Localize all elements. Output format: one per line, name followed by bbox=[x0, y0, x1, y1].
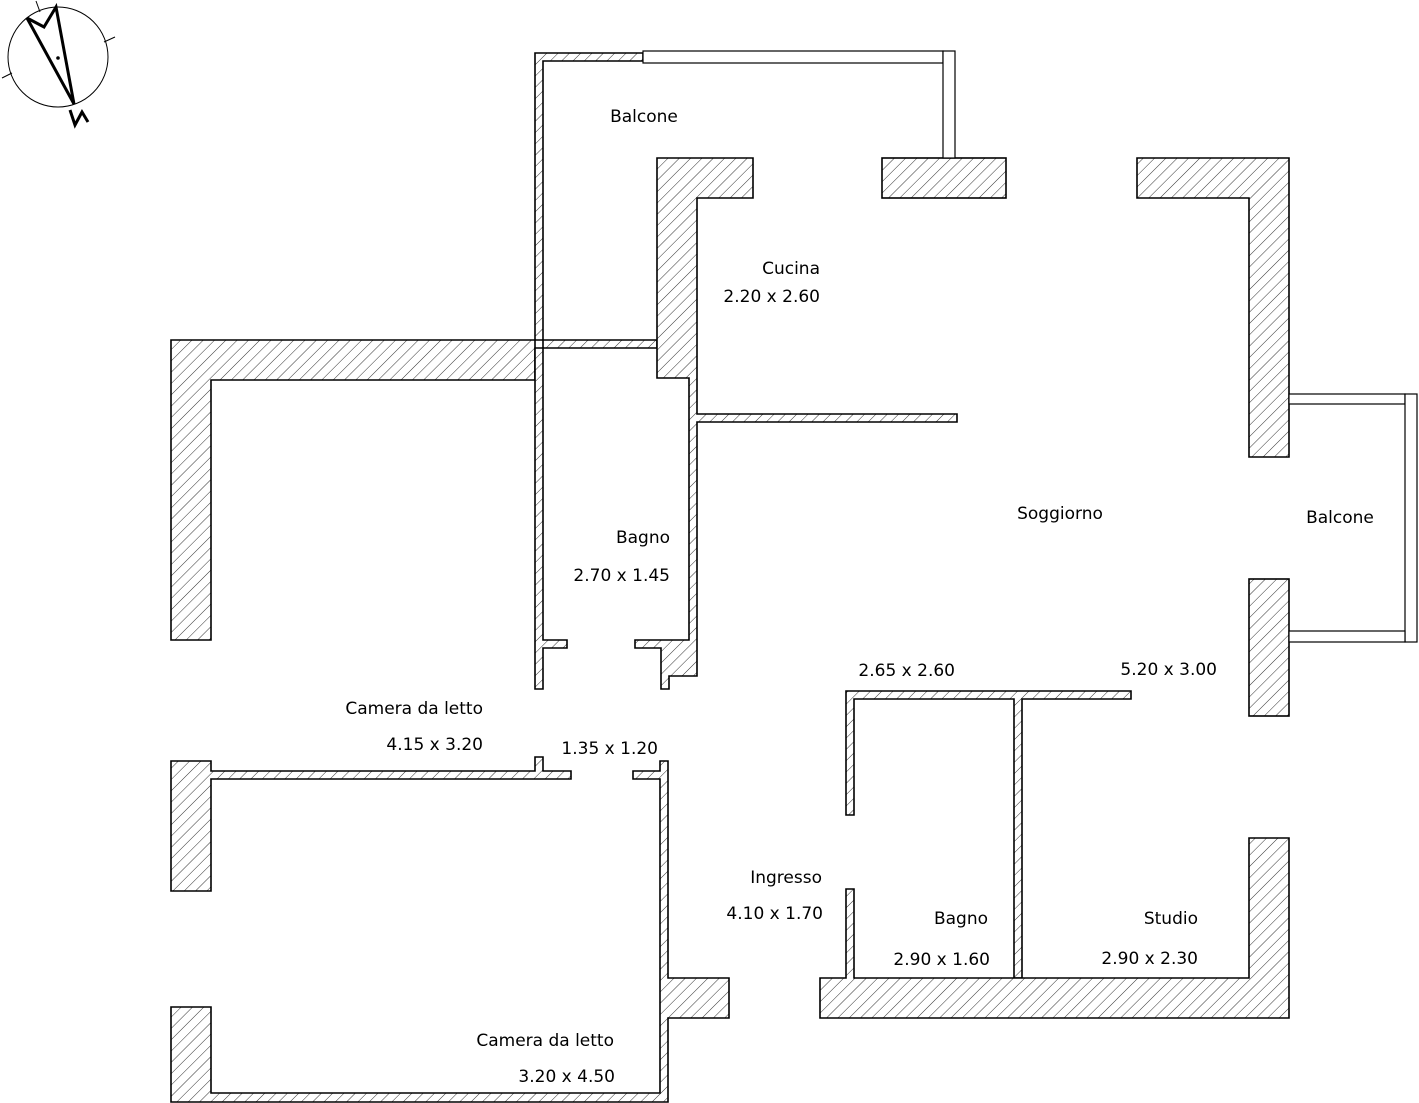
wall-balcony-left bbox=[534, 52, 644, 341]
wall-bath-top bbox=[542, 339, 658, 349]
window-right-side bbox=[1404, 393, 1418, 643]
room-size: 2.70 x 1.45 bbox=[573, 566, 670, 586]
dimension-label: 2.65 x 2.60 bbox=[858, 661, 955, 681]
room-name: Studio bbox=[1144, 909, 1198, 929]
wall-left-l bbox=[170, 339, 536, 641]
wall-kitchen bbox=[634, 157, 958, 690]
wall-right-pillar bbox=[1248, 578, 1290, 717]
dimension-label: 1.35 x 1.20 bbox=[561, 739, 658, 759]
room-size: 4.10 x 1.70 bbox=[726, 904, 823, 924]
room-name: Camera da letto bbox=[476, 1031, 614, 1051]
room-size: 4.15 x 3.20 bbox=[386, 735, 483, 755]
window-top-side bbox=[942, 50, 956, 159]
room-name: Soggiorno bbox=[1017, 504, 1103, 524]
room-size: 3.20 x 4.50 bbox=[518, 1067, 615, 1087]
wall-bedroom-bottom bbox=[170, 760, 730, 1103]
room-name: Ingresso bbox=[750, 868, 822, 888]
walls bbox=[170, 52, 1290, 1103]
window-right-top bbox=[1288, 393, 1406, 405]
wall-middle bbox=[845, 690, 1132, 979]
room-name: Cucina bbox=[762, 259, 820, 279]
wall-bedroom-top bbox=[170, 756, 572, 892]
room-labels: Balcone Cucina 2.20 x 2.60 Bagno 2.70 x … bbox=[345, 107, 1374, 1087]
compass-icon bbox=[1, 0, 116, 129]
window-right-bottom bbox=[1288, 630, 1406, 643]
room-size: 5.20 x 3.00 bbox=[1120, 660, 1217, 680]
room-name: Bagno bbox=[616, 528, 670, 548]
room-size: 2.90 x 1.60 bbox=[893, 950, 990, 970]
room-name: Camera da letto bbox=[345, 699, 483, 719]
wall-bottom-right bbox=[819, 837, 1290, 1019]
room-size: 2.20 x 2.60 bbox=[723, 287, 820, 307]
room-name: Balcone bbox=[1306, 508, 1374, 528]
window-top bbox=[642, 50, 944, 64]
wall-right-l bbox=[1136, 157, 1290, 458]
room-name: Bagno bbox=[934, 909, 988, 929]
windows bbox=[642, 50, 1418, 643]
room-name: Balcone bbox=[610, 107, 678, 127]
wall-pillar-top bbox=[881, 157, 1007, 199]
wall-bath-left bbox=[534, 347, 568, 690]
room-size: 2.90 x 2.30 bbox=[1101, 949, 1198, 969]
